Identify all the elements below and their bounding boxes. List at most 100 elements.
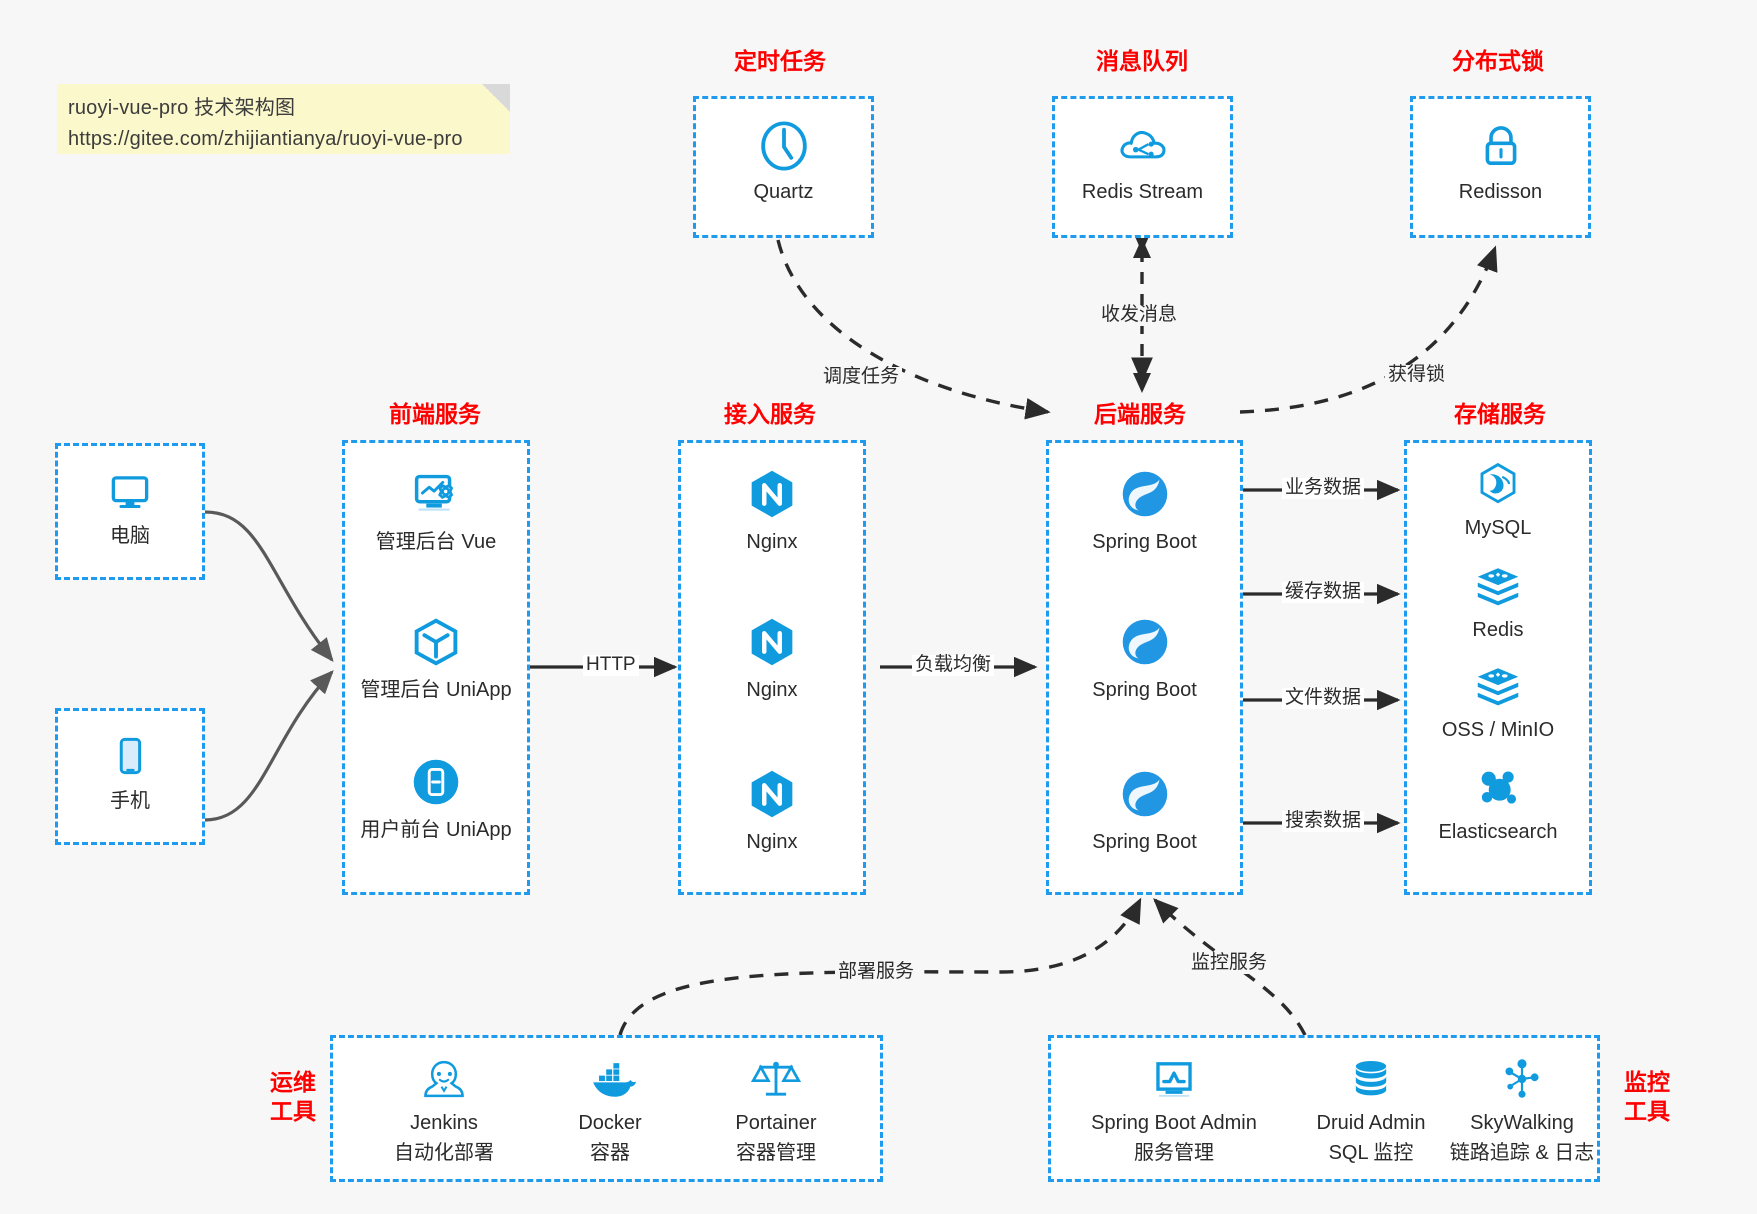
- node-skywalking[interactable]: SkyWalking 链路追踪 & 日志: [1447, 1052, 1597, 1167]
- jenkins-butler-icon: [424, 1060, 464, 1098]
- node-label: 手机: [110, 790, 150, 812]
- node-spring-boot-admin[interactable]: Spring Boot Admin 服务管理: [1065, 1052, 1283, 1167]
- node-label: 管理后台 Vue: [375, 531, 497, 553]
- node-quartz[interactable]: Quartz: [696, 117, 871, 205]
- note-line-2: https://gitee.com/zhijiantianya/ruoyi-vu…: [68, 128, 463, 150]
- node-label: Redisson: [1458, 181, 1543, 203]
- node-label: MySQL: [1464, 517, 1532, 539]
- group-title-frontend: 前端服务: [389, 401, 481, 427]
- node-nginx-3[interactable]: Nginx: [681, 763, 863, 855]
- node-redisson[interactable]: Redisson: [1413, 117, 1588, 205]
- node-label: Elasticsearch: [1438, 821, 1558, 843]
- lock-icon: [1485, 126, 1516, 166]
- node-mobile[interactable]: 手机: [58, 728, 202, 814]
- node-jenkins[interactable]: Jenkins 自动化部署: [361, 1052, 527, 1167]
- group-title-monitoring-line2: 工具: [1624, 1097, 1670, 1124]
- node-label: 管理后台 UniApp: [360, 679, 512, 701]
- group-title-scheduled-task: 定时任务: [734, 48, 826, 74]
- group-title-devops: 运维 工具: [258, 1068, 328, 1126]
- title-note: ruoyi-vue-pro 技术架构图 https://gitee.com/zh…: [57, 84, 510, 154]
- node-label: Spring Boot Admin: [1091, 1112, 1257, 1134]
- node-docker[interactable]: Docker 容器: [527, 1052, 693, 1167]
- node-user-uniapp[interactable]: 用户前台 UniApp: [345, 751, 527, 843]
- node-druid-admin[interactable]: Druid Admin SQL 监控: [1283, 1052, 1459, 1167]
- node-elasticsearch[interactable]: Elasticsearch: [1407, 761, 1589, 845]
- group-title-monitoring-line1: 监控: [1624, 1069, 1670, 1095]
- node-portainer[interactable]: Portainer 容器管理: [693, 1052, 859, 1167]
- node-spring-boot-2[interactable]: Spring Boot: [1049, 611, 1240, 703]
- edge-label-deploy-service: 部署服务: [835, 961, 918, 983]
- node-oss-minio[interactable]: OSS / MinIO: [1407, 659, 1589, 743]
- edge-label-search-data: 搜索数据: [1282, 810, 1365, 832]
- node-desktop[interactable]: 电脑: [58, 463, 202, 549]
- node-sublabel: SQL 监控: [1328, 1142, 1414, 1165]
- nginx-icon: [751, 770, 793, 818]
- node-label: Spring Boot: [1092, 531, 1197, 553]
- group-box-storage: MySQL Redis OSS / MinIO: [1404, 440, 1592, 895]
- edge-label-file-data: 文件数据: [1282, 687, 1365, 709]
- group-box-scheduled-task: Quartz: [693, 96, 874, 238]
- group-box-backend: Spring Boot Spring Boot Spring Boot: [1046, 440, 1243, 895]
- group-box-devops: Jenkins 自动化部署 Docker 容器: [330, 1035, 883, 1182]
- spring-boot-icon: [1122, 771, 1167, 817]
- node-label: Redis Stream: [1081, 181, 1204, 203]
- spring-boot-icon: [1122, 471, 1167, 517]
- group-title-gateway: 接入服务: [724, 401, 816, 427]
- nginx-icon: [751, 470, 793, 518]
- node-redis[interactable]: Redis: [1407, 559, 1589, 643]
- mysql-dolphin-icon: [1480, 462, 1516, 504]
- node-label: Quartz: [753, 181, 814, 203]
- node-nginx-2[interactable]: Nginx: [681, 611, 863, 703]
- node-label: Nginx: [746, 679, 798, 701]
- group-title-distributed-lock: 分布式锁: [1452, 48, 1544, 74]
- node-label: Docker: [578, 1112, 642, 1134]
- node-graph-icon: [1505, 1059, 1539, 1098]
- clock-icon: [760, 121, 807, 171]
- node-spring-boot-3[interactable]: Spring Boot: [1049, 763, 1240, 855]
- edge-label-schedule-task: 调度任务: [820, 366, 903, 388]
- group-title-storage: 存储服务: [1454, 401, 1546, 427]
- node-sublabel: 服务管理: [1134, 1142, 1214, 1165]
- group-box-gateway: Nginx Nginx Nginx: [678, 440, 866, 895]
- group-title-message-queue: 消息队列: [1096, 48, 1188, 74]
- node-admin-uniapp[interactable]: 管理后台 UniApp: [345, 611, 527, 703]
- object-storage-icon: [1477, 668, 1519, 706]
- node-redis-stream[interactable]: Redis Stream: [1055, 117, 1230, 205]
- mobile-app-icon: [413, 759, 459, 805]
- node-spring-boot-1[interactable]: Spring Boot: [1049, 463, 1240, 555]
- group-title-backend: 后端服务: [1094, 401, 1186, 427]
- docker-whale-icon: [593, 1063, 637, 1097]
- edge-label-send-receive-message: 收发消息: [1098, 304, 1181, 326]
- group-box-frontend: 管理后台 Vue 管理后台 UniApp 用户前台 UniApp: [342, 440, 530, 895]
- node-sublabel: 容器管理: [736, 1142, 816, 1165]
- redis-stack-icon: [1477, 568, 1519, 606]
- desktop-monitor-icon: [111, 476, 149, 508]
- note-fold-corner: [482, 84, 510, 112]
- elasticsearch-icon: [1481, 771, 1517, 804]
- node-label: Redis: [1472, 619, 1524, 641]
- node-label: 用户前台 UniApp: [360, 819, 512, 841]
- edge-label-cache-data: 缓存数据: [1282, 581, 1365, 603]
- node-sublabel: 自动化部署: [394, 1142, 494, 1165]
- dashboard-gear-icon: [414, 474, 454, 511]
- node-label: Nginx: [746, 531, 798, 553]
- edge-label-monitor-service: 监控服务: [1188, 952, 1271, 974]
- mobile-phone-icon: [119, 737, 142, 775]
- cube-icon: [414, 618, 458, 666]
- group-box-monitoring: Spring Boot Admin 服务管理 Druid Admin SQL 监…: [1048, 1035, 1600, 1182]
- nginx-icon: [751, 618, 793, 666]
- balance-scale-icon: [750, 1061, 802, 1096]
- spring-boot-icon: [1122, 619, 1167, 665]
- group-box-message-queue: Redis Stream: [1052, 96, 1233, 238]
- node-admin-vue[interactable]: 管理后台 Vue: [345, 463, 527, 555]
- group-title-devops-line1: 运维: [270, 1069, 316, 1095]
- group-box-client-desktop: 电脑: [55, 443, 205, 580]
- node-label: Nginx: [746, 831, 798, 853]
- node-label: Portainer: [735, 1112, 817, 1134]
- node-nginx-1[interactable]: Nginx: [681, 463, 863, 555]
- node-label: 电脑: [110, 525, 150, 547]
- node-mysql[interactable]: MySQL: [1407, 457, 1589, 541]
- node-label: SkyWalking: [1470, 1112, 1574, 1134]
- node-sublabel: 链路追踪 & 日志: [1449, 1142, 1595, 1165]
